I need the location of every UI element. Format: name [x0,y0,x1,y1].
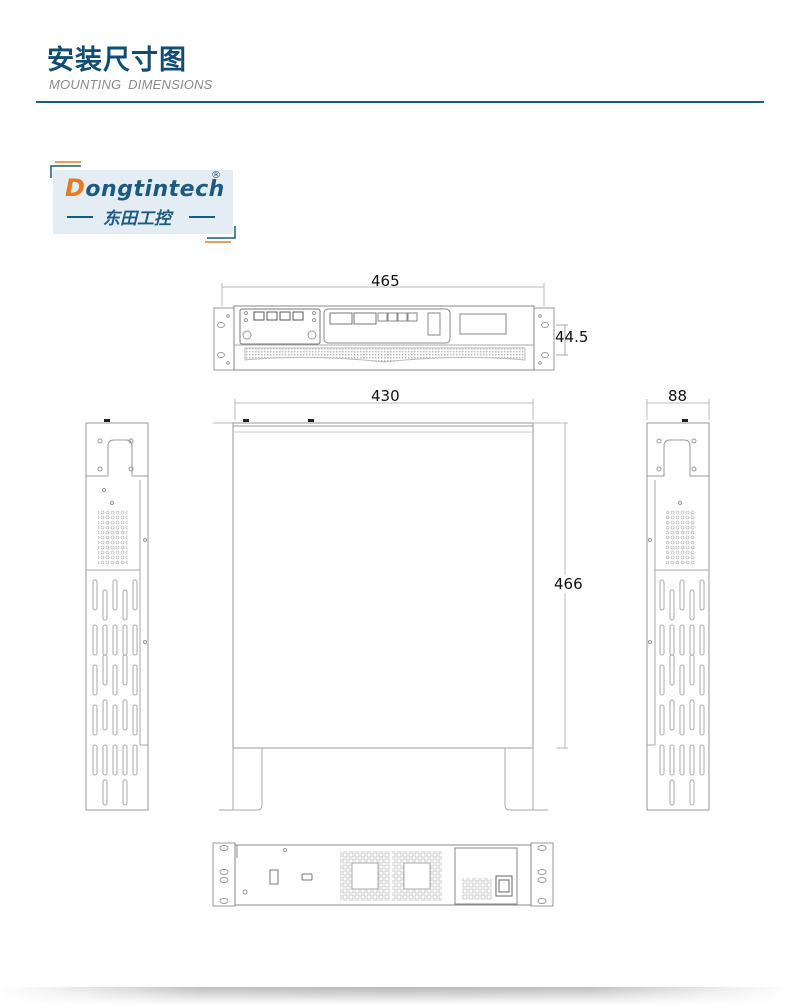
logo-corner-bottom-right-icon [205,226,236,243]
rear-view [212,842,554,907]
dimension-front-height: 44.5 [555,328,589,346]
brand-logo: Dongtintech ® 东田工控 [43,160,243,245]
logo-dash-right [189,216,215,218]
header-divider [36,101,764,103]
right-side-view [646,399,710,811]
logo-chinese-name: 东田工控 [103,209,171,229]
front-view [213,283,568,371]
logo-corner-top-left-icon [50,161,81,178]
page-subtitle: MOUNTING DIMENSIONS [49,77,213,92]
left-side-view [85,419,149,811]
footer-shadow [0,987,790,1005]
registered-mark: ® [211,170,221,181]
top-view [213,399,568,811]
dimension-side-width: 88 [668,387,688,405]
logo-brand-rest: ongtintech [85,177,225,202]
dimension-top-depth: 466 [554,575,583,593]
dimension-top-width: 430 [371,387,400,405]
page-header: 安装尺寸图 MOUNTING DIMENSIONS [0,0,790,110]
logo-background [53,170,233,234]
page-title: 安装尺寸图 [47,45,187,76]
logo-brand-name: Dongtintech [65,174,225,202]
dimension-front-width: 465 [371,272,400,290]
logo-initial: D [65,174,86,202]
logo-dash-left [67,216,93,218]
